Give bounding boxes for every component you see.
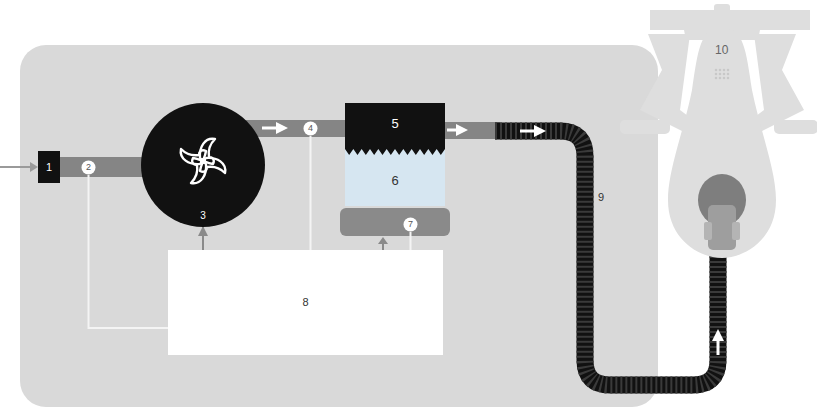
- tube-callout: 9: [598, 192, 604, 203]
- blower-fan-outline: [141, 103, 265, 227]
- outlet-pipe: [440, 122, 500, 139]
- callout-number: 2: [86, 163, 91, 172]
- inlet-filter: 1: [38, 151, 60, 183]
- control-arrowhead: [378, 237, 388, 244]
- mask-callout: 10: [715, 44, 728, 56]
- flow-arrow: [520, 130, 540, 133]
- signal-line: [410, 232, 412, 250]
- callout-number: 7: [408, 220, 413, 229]
- device-housing: [20, 45, 658, 407]
- heater-plate: [340, 208, 450, 236]
- humidifier-lid: 5: [345, 103, 445, 143]
- callout-number: 4: [308, 124, 313, 133]
- control-arrow: [202, 227, 204, 250]
- sensor-callout: 2: [81, 160, 96, 175]
- mask-elbow: [698, 174, 746, 250]
- signal-line: [310, 136, 312, 250]
- sensor-callout: 7: [403, 217, 418, 232]
- air-in-arrow: [0, 166, 34, 168]
- callout-number: 1: [46, 162, 52, 173]
- callout-number: 8: [302, 297, 308, 308]
- callout-number: 3: [200, 211, 206, 221]
- mask-vent: [715, 69, 730, 80]
- sensor-callout: 4: [303, 121, 318, 136]
- flow-arrow: [447, 129, 462, 132]
- mask-illustration: [620, 4, 817, 258]
- control-unit: 8: [168, 250, 443, 355]
- flow-arrow: [717, 335, 720, 355]
- control-arrow: [382, 243, 384, 250]
- callout-number: 5: [391, 117, 398, 130]
- callout-number: 6: [391, 174, 398, 187]
- air-in-arrowhead: [30, 162, 38, 172]
- flow-arrow: [262, 127, 282, 130]
- water-tub: 6: [345, 143, 445, 206]
- blower-fan: 3: [141, 103, 265, 227]
